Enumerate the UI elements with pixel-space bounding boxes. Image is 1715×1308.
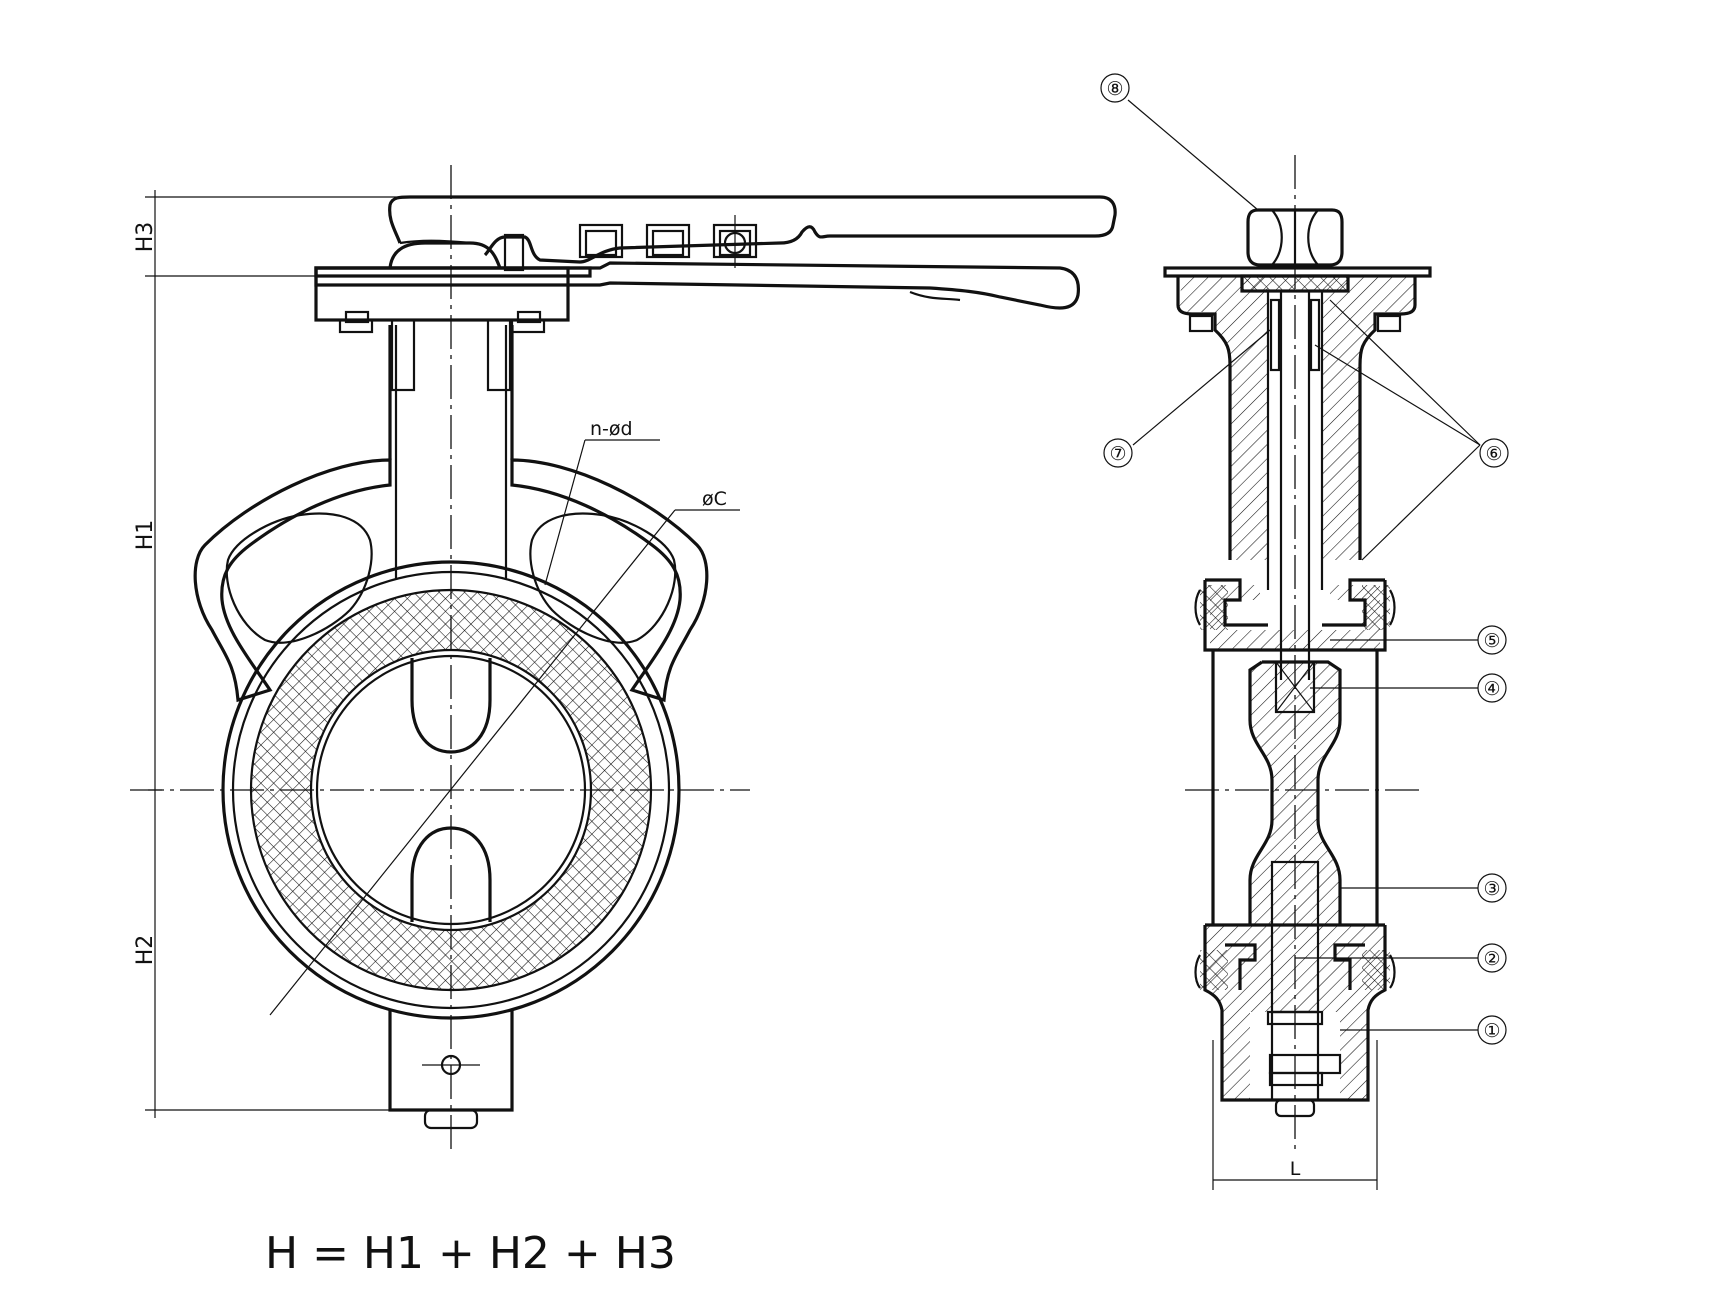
callout-2: ② — [1477, 943, 1507, 973]
callout-4-number: ④ — [1483, 678, 1500, 700]
dim-h2-label: H2 — [133, 935, 158, 966]
disc-section — [1248, 660, 1342, 1014]
callout-8-number: ⑧ — [1106, 78, 1123, 100]
dim-l-label: L — [1290, 1158, 1301, 1180]
callout-4: ④ — [1477, 673, 1507, 703]
callout-7: ⑦ — [1103, 438, 1133, 468]
valve-body — [221, 560, 681, 1020]
callout-5-number: ⑤ — [1483, 630, 1500, 652]
mounting-flange — [314, 266, 592, 334]
dim-bolt-holes-label: n-ød — [590, 418, 633, 440]
lower-body-section — [1194, 923, 1396, 1118]
callout-6-number: ⑥ — [1485, 443, 1502, 465]
stem-nut — [1246, 208, 1344, 267]
front-view: H3 H1 H2 n-ød øC — [130, 165, 1117, 1150]
callout-leaders — [1127, 99, 1481, 1031]
bottom-boss — [388, 1010, 514, 1130]
side-view: L ⑧ ⑦ ⑥ ⑤ — [1100, 73, 1509, 1190]
dim-l — [1212, 1040, 1378, 1190]
dim-h3-label: H3 — [133, 222, 158, 253]
height-formula: H = H1 + H2 + H3 — [265, 1228, 676, 1279]
dim-h1-label: H1 — [133, 520, 158, 551]
dim-bolt-circle-label: øC — [702, 488, 727, 510]
callout-1-number: ① — [1483, 1020, 1500, 1042]
upper-body-section — [1194, 578, 1396, 652]
callout-6: ⑥ — [1479, 438, 1509, 468]
neck-section — [1176, 274, 1417, 680]
body-side-outline — [1211, 650, 1379, 925]
callout-1: ① — [1477, 1015, 1507, 1045]
callout-7-number: ⑦ — [1109, 443, 1126, 465]
callout-2-number: ② — [1483, 948, 1500, 970]
front-dimensions — [145, 190, 740, 1118]
handle-lever — [314, 195, 1117, 310]
disc-hubs — [410, 658, 492, 922]
callout-3: ③ — [1477, 873, 1507, 903]
callout-5: ⑤ — [1477, 625, 1507, 655]
neck — [388, 318, 514, 580]
callout-3-number: ③ — [1483, 878, 1500, 900]
callout-8: ⑧ — [1100, 73, 1130, 103]
